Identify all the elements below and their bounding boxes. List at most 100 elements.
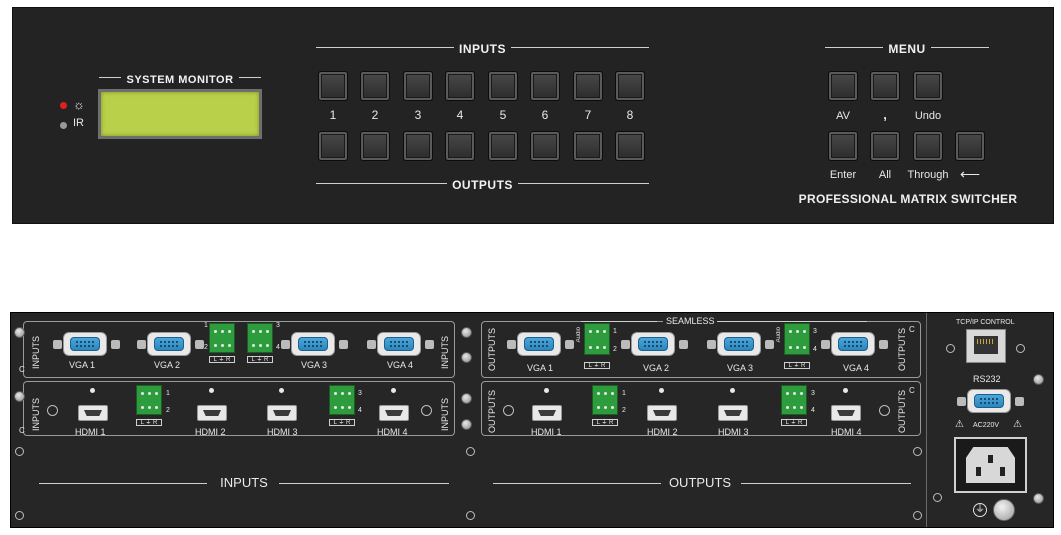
hdmi-output-card — [481, 381, 921, 436]
hdmi-led — [391, 388, 396, 393]
vga-hex-nut — [1015, 397, 1024, 406]
av-key[interactable] — [828, 71, 858, 101]
audio-terminal-5[interactable] — [584, 323, 610, 355]
enter-key[interactable] — [828, 131, 858, 161]
input-key-6[interactable] — [530, 71, 560, 101]
output-key-1[interactable] — [318, 131, 348, 161]
vga-hex-nut — [53, 340, 62, 349]
vga-input-label-4: VGA 4 — [387, 360, 414, 370]
ir-led — [60, 122, 67, 129]
vga-input-port-1[interactable] — [63, 332, 107, 356]
vga-input-port-2[interactable] — [147, 332, 191, 356]
output-key-2[interactable] — [360, 131, 390, 161]
audio-terminal-7[interactable] — [592, 385, 618, 415]
rs232-port[interactable] — [967, 389, 1011, 413]
undo-key[interactable] — [913, 71, 943, 101]
screw — [1033, 493, 1044, 504]
hdmi-input-port-4[interactable] — [379, 405, 409, 421]
hdmi-led — [730, 388, 735, 393]
screw — [879, 405, 890, 416]
hdmi-input-card-label: INPUTS — [31, 397, 41, 431]
back-key[interactable] — [955, 131, 985, 161]
channel-mark-1: 1 — [166, 390, 170, 397]
through-key[interactable] — [913, 131, 943, 161]
tcpip-label: TCP/IP CONTROL — [956, 319, 1015, 326]
audio-text: Audio — [576, 327, 582, 343]
hdmi-output-port-1[interactable] — [532, 405, 562, 421]
channel-mark-4: 4 — [813, 346, 817, 353]
audio-terminal-8[interactable] — [781, 385, 807, 415]
output-key-7[interactable] — [573, 131, 603, 161]
ground-screw[interactable] — [993, 499, 1015, 521]
ir-label: IR — [73, 117, 84, 129]
vga-hex-nut — [367, 340, 376, 349]
vga-hex-nut — [111, 340, 120, 349]
input-key-3[interactable] — [403, 71, 433, 101]
vga-output-port-2[interactable] — [631, 332, 675, 356]
vga-input-port-3[interactable] — [291, 332, 335, 356]
audio-terminal-1[interactable] — [209, 323, 235, 353]
undo-label: Undo — [914, 110, 942, 122]
system-monitor-title: SYSTEM MONITOR — [121, 74, 239, 86]
hdmi-input-port-1[interactable] — [78, 405, 108, 421]
comma-label: , — [883, 107, 887, 122]
hdmi-input-port-2[interactable] — [197, 405, 227, 421]
channel-mark-4: 4 — [811, 407, 815, 414]
audio-terminal-4[interactable] — [329, 385, 355, 415]
channel-number-5: 5 — [499, 108, 507, 122]
audio-terminal-3[interactable] — [136, 385, 162, 415]
vga-hex-nut — [195, 340, 204, 349]
vga-output-label-2: VGA 2 — [643, 363, 670, 373]
output-key-6[interactable] — [530, 131, 560, 161]
screw — [1016, 344, 1025, 353]
all-key[interactable] — [870, 131, 900, 161]
rs232-label: RS232 — [973, 374, 1001, 384]
input-key-4[interactable] — [445, 71, 475, 101]
hdmi-led — [544, 388, 549, 393]
warning-icon: ⚠ — [955, 419, 964, 430]
hdmi-input-label-3: HDMI 3 — [267, 427, 298, 437]
seamless-line-right — [717, 321, 867, 322]
power-socket[interactable] — [954, 437, 1027, 493]
inputs-header: INPUTS — [453, 42, 511, 56]
vga-output-port-1[interactable] — [517, 332, 561, 356]
screw — [913, 511, 922, 520]
channel-number-3: 3 — [414, 108, 422, 122]
hdmi-led — [90, 388, 95, 393]
bottom-inputs-label: INPUTS — [220, 475, 268, 490]
vga-output-port-3[interactable] — [717, 332, 761, 356]
output-key-4[interactable] — [445, 131, 475, 161]
bottom-outputs-label: OUTPUTS — [668, 475, 732, 490]
hdmi-output-port-2[interactable] — [647, 405, 677, 421]
hdmi-input-label-4: HDMI 4 — [377, 427, 408, 437]
audio-terminal-6[interactable] — [784, 323, 810, 355]
input-key-7[interactable] — [573, 71, 603, 101]
screw — [466, 447, 475, 456]
audio-lr-label: L ⏚ R — [136, 419, 162, 426]
vga-hex-nut — [565, 340, 574, 349]
input-key-5[interactable] — [488, 71, 518, 101]
screw — [1033, 374, 1044, 385]
output-key-8[interactable] — [615, 131, 645, 161]
input-key-2[interactable] — [360, 71, 390, 101]
channel-mark-4: 4 — [276, 344, 280, 351]
audio-terminal-2[interactable] — [247, 323, 273, 353]
channel-mark-2: 2 — [166, 407, 170, 414]
vga-hex-nut — [957, 397, 966, 406]
output-key-3[interactable] — [403, 131, 433, 161]
ground-icon: ⏚ — [973, 503, 987, 517]
input-key-8[interactable] — [615, 71, 645, 101]
vga-input-card — [23, 321, 455, 378]
output-key-5[interactable] — [488, 131, 518, 161]
hdmi-output-port-4[interactable] — [831, 405, 861, 421]
channel-number-2: 2 — [371, 108, 379, 122]
hdmi-input-port-3[interactable] — [267, 405, 297, 421]
seamless-line-left — [581, 321, 657, 322]
vga-input-port-4[interactable] — [377, 332, 421, 356]
screw — [503, 405, 514, 416]
vga-output-port-4[interactable] — [831, 332, 875, 356]
comma-key[interactable] — [870, 71, 900, 101]
input-key-1[interactable] — [318, 71, 348, 101]
hdmi-output-port-3[interactable] — [718, 405, 748, 421]
ethernet-port[interactable] — [966, 329, 1006, 363]
